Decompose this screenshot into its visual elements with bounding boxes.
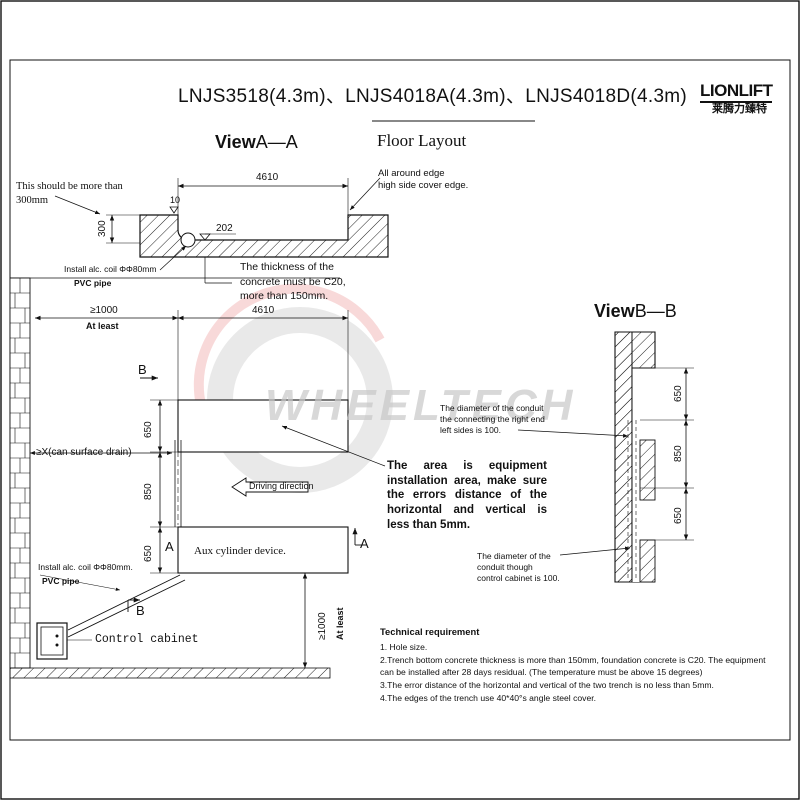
plan-dim-650-top: 650	[143, 421, 154, 438]
section-marker-b-top: B	[138, 362, 147, 377]
section-marker-a-left: A	[165, 539, 174, 554]
plan-view	[30, 310, 386, 668]
pvc-pipe-bottom: PVC pipe	[42, 576, 80, 586]
dim-202: 202	[216, 223, 233, 234]
section-marker-a-right: A	[360, 536, 369, 551]
brand-chinese-name: 莱腾力臻特	[712, 103, 767, 115]
control-cabinet-label: Control cabinet	[95, 633, 199, 646]
coil-note-top: Install alc. coil ΦΦ80mm	[64, 264, 157, 274]
technical-title: Technical requirement	[380, 626, 480, 637]
thickness-note-1: The thickness of the	[240, 261, 334, 273]
edge-note-2: high side cover edge.	[378, 180, 469, 191]
bb-dim-650-top: 650	[673, 385, 684, 402]
view-bb-title-bold: View	[594, 301, 635, 321]
view-bb-title: ViewB—B	[594, 301, 677, 322]
section-aa	[54, 177, 389, 284]
view-bb-title-rest: B—B	[634, 301, 677, 321]
aux-cylinder-label: Aux cylinder device.	[194, 545, 286, 557]
at-least-right: At least	[335, 607, 345, 640]
dim-300: 300	[97, 220, 108, 237]
floor-layout-title: Floor Layout	[377, 131, 467, 150]
technical-item: 3.The error distance of the horizontal a…	[380, 679, 714, 690]
technical-item: 1. Hole size.	[380, 642, 428, 653]
thickness-note-3: more than 150mm.	[240, 290, 329, 302]
technical-item: 4.The edges of the trench use 40*40°s an…	[380, 692, 597, 703]
surface-drain-note: ≥X(can surface drain)	[36, 447, 132, 458]
plan-dim-850: 850	[143, 483, 154, 500]
note-300mm: This should be more than 300mm	[16, 181, 123, 207]
bb-dim-850: 850	[673, 445, 684, 462]
edge-note-1: All around edge	[378, 168, 445, 179]
dim-4610-plan: 4610	[252, 305, 275, 316]
pvc-pipe-top: PVC pipe	[74, 278, 112, 288]
conduit-note-cabinet: The diameter of the conduit though contr…	[477, 551, 560, 584]
dim-1000-right: ≥1000	[317, 612, 328, 640]
driving-direction-label: Driving direction	[249, 481, 314, 491]
at-least-left: At least	[86, 321, 119, 331]
dim-1000-left: ≥1000	[90, 305, 118, 316]
installation-area-note: The area is equipment installation area,…	[387, 460, 547, 531]
plan-dim-650-bottom: 650	[143, 545, 154, 562]
left-wall	[9, 277, 340, 679]
coil-note-bottom: Install alc. coil ΦΦ80mm.	[38, 562, 133, 572]
view-aa-title: ViewA—A	[215, 132, 298, 153]
brand-logo: LIONLIFT	[700, 81, 773, 103]
view-aa-title-rest: A—A	[255, 132, 298, 152]
conduit-note-sides: The diameter of the conduit the connecti…	[440, 403, 545, 436]
page-title: LNJS3518(4.3m)、LNJS4018A(4.3m)、LNJS4018D…	[178, 86, 688, 107]
technical-item: 2.Trench bottom concrete thickness is mo…	[380, 655, 766, 677]
view-aa-title-bold: View	[215, 132, 256, 152]
section-marker-b-bottom: B	[136, 603, 145, 618]
dim-10: 10	[170, 195, 181, 205]
bb-dim-650-bottom: 650	[673, 507, 684, 524]
technical-requirements: Technical requirement 1. Hole size. 2.Tr…	[380, 626, 780, 706]
watermark-text: WHEELTECH	[265, 381, 577, 430]
thickness-note-2: concrete must be C20,	[240, 276, 346, 288]
dim-4610-section: 4610	[256, 172, 279, 183]
section-bb	[517, 331, 694, 583]
